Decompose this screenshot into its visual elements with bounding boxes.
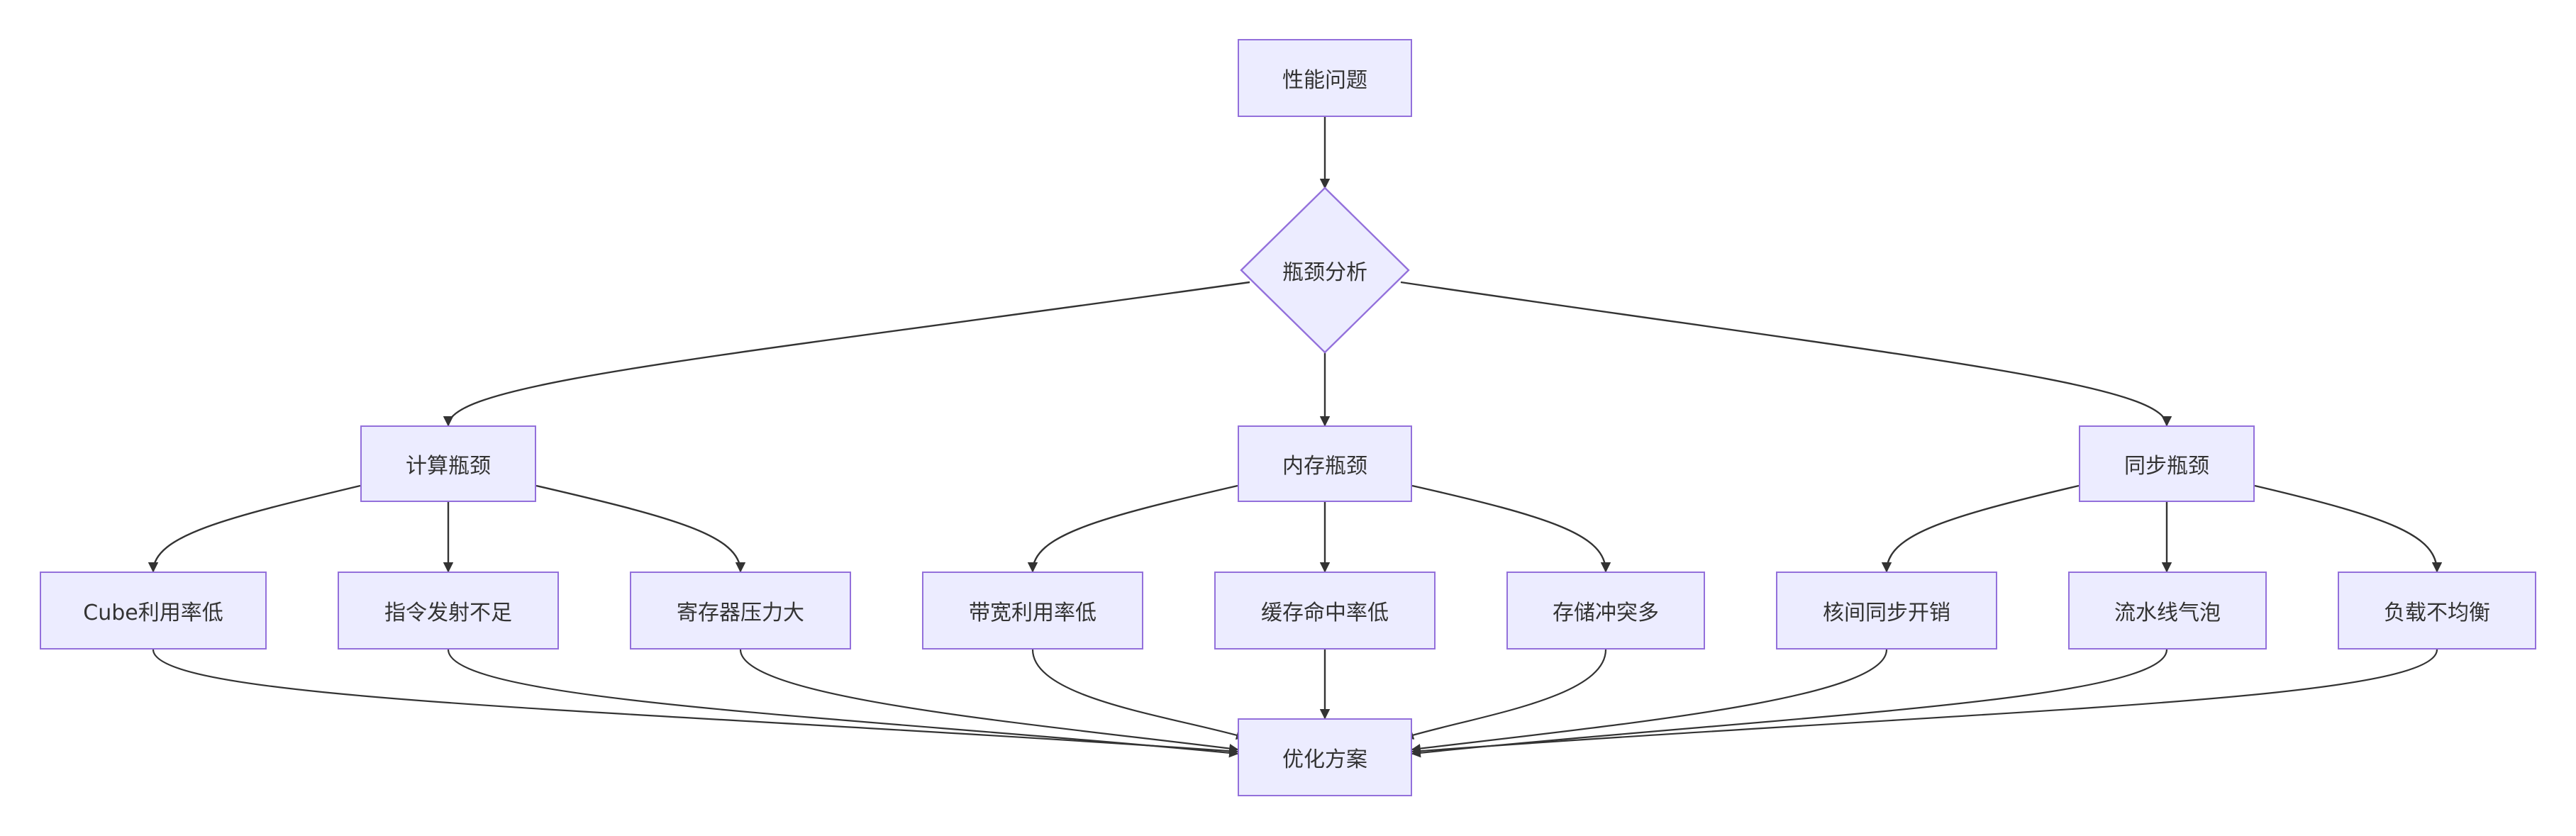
edge-issue-2-to-result: [447, 649, 1239, 758]
edge-issue-7-to-result: [1411, 649, 1888, 754]
decision-node[interactable]: 瓶颈分析: [1282, 260, 1367, 285]
category-sync-node[interactable]: 同步瓶颈: [2079, 425, 2255, 502]
issue-node[interactable]: Cube利用率低: [40, 572, 267, 650]
edge-issue-4-to-result: [1031, 649, 1246, 740]
edge-sync-to-issue-9: [2254, 484, 2443, 573]
issue-node[interactable]: 存储冲突多: [1506, 572, 1705, 650]
category-compute-node[interactable]: 计算瓶颈: [360, 425, 536, 502]
decision-diamond-shape: [1240, 186, 1410, 354]
edge-sync-to-issue-7: [1881, 484, 2080, 573]
edge-memory-to-issue-6: [1411, 484, 1611, 573]
issue-node[interactable]: 寄存器压力大: [630, 572, 851, 650]
issue-node[interactable]: 流水线气泡: [2068, 572, 2267, 650]
edge-issue-9-to-result: [1411, 649, 2438, 756]
issue-node[interactable]: 核间同步开销: [1776, 572, 1997, 650]
edge-memory-to-issue-4: [1027, 484, 1238, 573]
issue-node[interactable]: 指令发射不足: [338, 572, 559, 650]
edge-issue-6-to-result: [1404, 649, 1607, 740]
edge-issue-1-to-result: [152, 649, 1239, 756]
issue-node[interactable]: 负载不均衡: [2338, 572, 2536, 650]
edge-decision-to-compute: [443, 281, 1250, 427]
result-node[interactable]: 优化方案: [1238, 718, 1412, 796]
edge-compute-to-issue-1: [148, 484, 361, 573]
edge-decision-to-sync: [1400, 281, 2172, 427]
edge-issue-8-to-result: [1411, 649, 2168, 758]
issue-node[interactable]: 带宽利用率低: [922, 572, 1143, 650]
root-node[interactable]: 性能问题: [1238, 39, 1412, 117]
edge-compute-to-issue-3: [535, 484, 746, 573]
category-memory-node[interactable]: 内存瓶颈: [1238, 425, 1412, 502]
edge-issue-3-to-result: [739, 649, 1239, 754]
issue-node[interactable]: 缓存命中率低: [1214, 572, 1436, 650]
